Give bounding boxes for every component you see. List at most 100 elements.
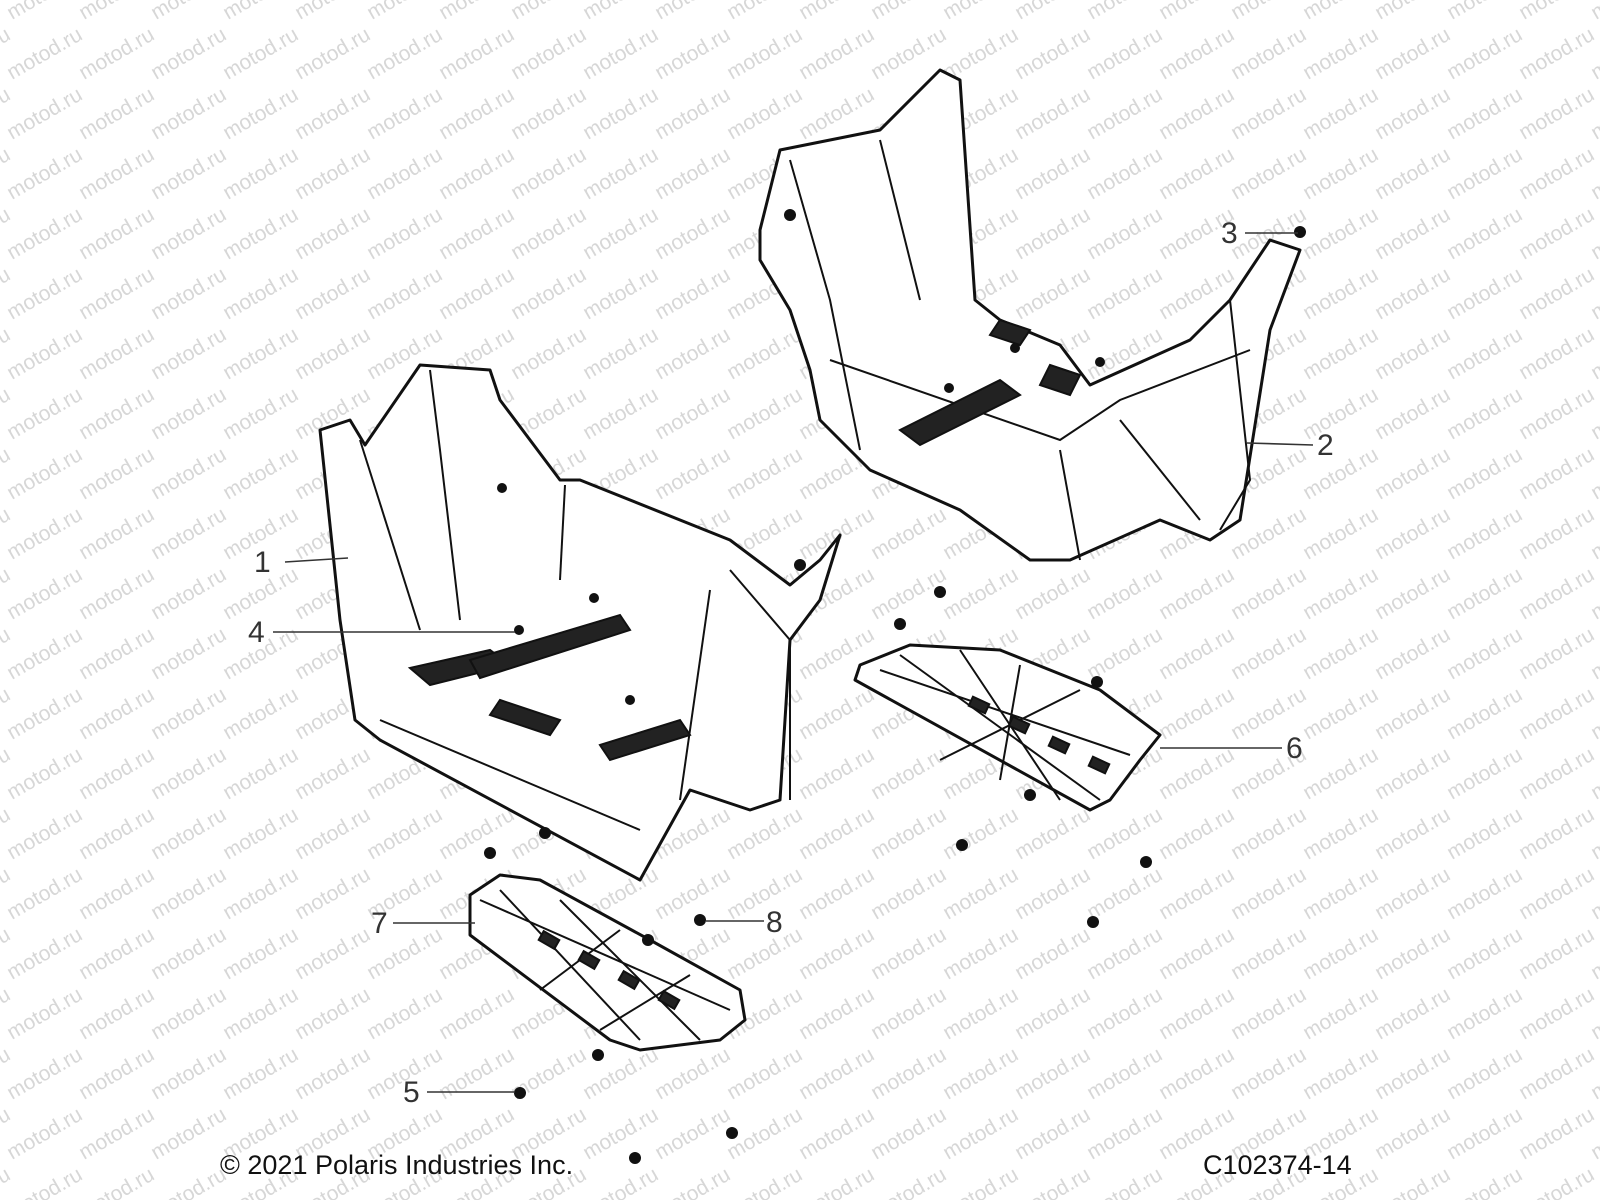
watermark-text: motod.ru — [1083, 1163, 1166, 1200]
watermark-text: motod.ru — [291, 863, 374, 924]
watermark-text: motod.ru — [1011, 203, 1094, 264]
fasteners — [484, 226, 1306, 1164]
watermark-text: motod.ru — [1227, 83, 1310, 144]
callout-5: 5 — [403, 1076, 515, 1109]
watermark-text: motod.ru — [147, 923, 230, 984]
watermark-text: motod.ru — [75, 563, 158, 624]
watermark-text: motod.ru — [1083, 0, 1166, 24]
watermark-text: motod.ru — [867, 983, 950, 1044]
watermark-text: motod.ru — [219, 143, 302, 204]
watermark-text: motod.ru — [1299, 983, 1382, 1044]
watermark-text: motod.ru — [1227, 1043, 1310, 1104]
watermark-text: motod.ru — [1299, 83, 1382, 144]
watermark-text: motod.ru — [579, 383, 662, 444]
watermark-text: motod.ru — [651, 143, 734, 204]
watermark-text: motod.ru — [1443, 443, 1526, 504]
watermark-text: motod.ru — [939, 983, 1022, 1044]
watermark-text: motod.ru — [1299, 743, 1382, 804]
watermark-text: motod.ru — [3, 1043, 86, 1104]
watermark-text: motod.ru — [867, 0, 950, 24]
watermark-text: motod.ru — [3, 923, 86, 984]
watermark-text: motod.ru — [291, 143, 374, 204]
watermark-text: motod.ru — [1515, 803, 1598, 864]
watermark-text: motod.ru — [1443, 383, 1526, 444]
watermark-text: motod.ru — [1443, 0, 1526, 24]
part-7-left-footrest — [468, 873, 747, 1052]
watermark-text: motod.ru — [723, 323, 806, 384]
watermark-text: motod.ru — [1227, 803, 1310, 864]
watermark-text: motod.ru — [939, 563, 1022, 624]
watermark-text: motod.ru — [3, 323, 86, 384]
watermark-text: motod.ru — [867, 803, 950, 864]
watermark-text: motod.ru — [1515, 203, 1598, 264]
watermark-text: motod.ru — [1371, 503, 1454, 564]
watermark-text: motod.ru — [579, 0, 662, 24]
watermark-text: motod.ru — [1515, 1103, 1598, 1164]
watermark-text: motod.ru — [723, 923, 806, 984]
watermark-text: motod.ru — [1371, 0, 1454, 24]
watermark-text: motod.ru — [1011, 263, 1094, 324]
watermark-text: motod.ru — [867, 1043, 950, 1104]
callout-1: 1 — [254, 546, 349, 579]
watermark-text: motod.ru — [1083, 23, 1166, 84]
watermark-text: motod.ru — [75, 863, 158, 924]
watermark-text: motod.ru — [867, 923, 950, 984]
watermark-text: motod.ru — [1299, 503, 1382, 564]
watermark-text: motod.ru — [1443, 83, 1526, 144]
watermark-text: motod.ru — [939, 863, 1022, 924]
watermark-text: motod.ru — [75, 803, 158, 864]
watermark-text: motod.ru — [147, 203, 230, 264]
watermark-text: motod.ru — [1011, 23, 1094, 84]
watermark-text: motod.ru — [3, 83, 86, 144]
watermark-text: motod.ru — [939, 803, 1022, 864]
watermark-text: motod.ru — [1083, 803, 1166, 864]
svg-text:4: 4 — [248, 616, 265, 649]
watermark-text: motod.ru — [1443, 863, 1526, 924]
watermark-text: motod.ru — [3, 443, 86, 504]
callout-2: 2 — [1246, 429, 1334, 462]
watermark-text: motod.ru — [723, 1163, 806, 1200]
watermark-text: motod.ru — [1299, 383, 1382, 444]
watermark-text: motod.ru — [723, 83, 806, 144]
watermark-text: motod.ru — [219, 203, 302, 264]
watermark-text: motod.ru — [75, 1043, 158, 1104]
watermark-text: motod.ru — [363, 983, 446, 1044]
watermark-text: motod.ru — [147, 983, 230, 1044]
watermark-text: motod.ru — [1299, 1043, 1382, 1104]
watermark-text: motod.ru — [291, 0, 374, 24]
watermark-text: motod.ru — [219, 0, 302, 24]
watermark-text: motod.ru — [795, 1163, 878, 1200]
watermark-text: motod.ru — [1515, 143, 1598, 204]
watermark-text: motod.ru — [363, 803, 446, 864]
part-6-right-footrest — [853, 643, 1162, 812]
watermark-text: motod.ru — [1155, 863, 1238, 924]
watermark-text: motod.ru — [1443, 983, 1526, 1044]
watermark-text: motod.ru — [1155, 1043, 1238, 1104]
watermark-text: motod.ru — [3, 203, 86, 264]
watermark-text: motod.ru — [795, 803, 878, 864]
watermark-text: motod.ru — [651, 443, 734, 504]
watermark-text: motod.ru — [219, 983, 302, 1044]
watermark-text: motod.ru — [579, 1103, 662, 1164]
watermark-text: motod.ru — [75, 983, 158, 1044]
watermark-text: motod.ru — [723, 1043, 806, 1104]
watermark-text: motod.ru — [1515, 263, 1598, 324]
watermark-text: motod.ru — [1515, 23, 1598, 84]
watermark-text: motod.ru — [3, 23, 86, 84]
watermark-text: motod.ru — [939, 1043, 1022, 1104]
watermark-text: motod.ru — [1299, 143, 1382, 204]
watermark-text: motod.ru — [1587, 0, 1600, 24]
watermark-text: motod.ru — [147, 1163, 230, 1200]
watermark-text: motod.ru — [723, 803, 806, 864]
watermark-text: motod.ru — [1227, 563, 1310, 624]
watermark-text: motod.ru — [3, 623, 86, 684]
watermark-text: motod.ru — [1371, 143, 1454, 204]
watermark-text: motod.ru — [1011, 143, 1094, 204]
watermark-text: motod.ru — [147, 383, 230, 444]
watermark-text: motod.ru — [291, 743, 374, 804]
watermark-text: motod.ru — [1155, 0, 1238, 24]
watermark-text: motod.ru — [1227, 0, 1310, 24]
watermark-text: motod.ru — [579, 83, 662, 144]
watermark-text: motod.ru — [1299, 443, 1382, 504]
watermark-text: motod.ru — [75, 203, 158, 264]
